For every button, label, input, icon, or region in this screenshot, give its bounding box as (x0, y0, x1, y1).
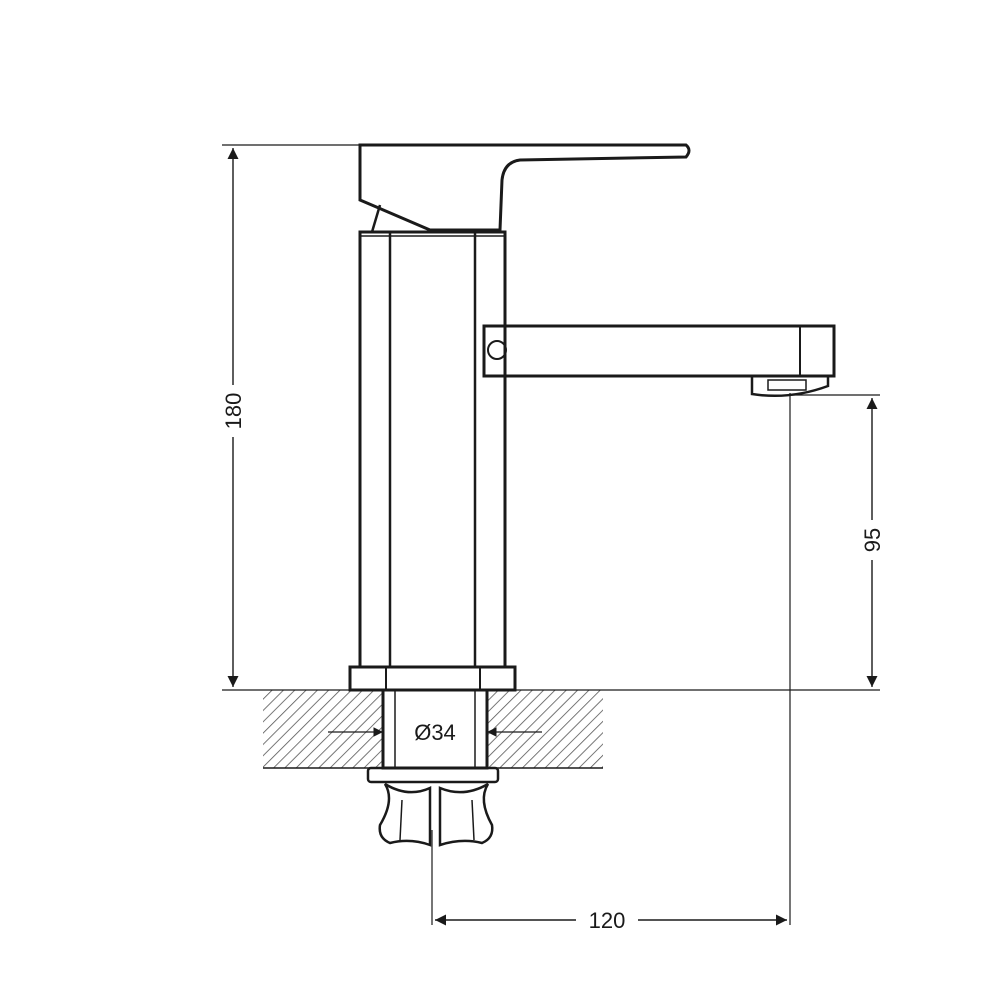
dimension-spout-height: 95 (857, 398, 887, 687)
lock-nut (366, 766, 500, 784)
dimension-total-height: 180 (218, 148, 248, 687)
reference-lines (222, 144, 880, 925)
spout-height-label: 95 (860, 528, 885, 552)
spout-reach-label: 120 (589, 908, 626, 933)
faucet-body (358, 230, 507, 669)
total-height-label: 180 (221, 393, 246, 430)
faucet-handle (358, 143, 691, 233)
hole-diameter-label: Ø34 (414, 720, 456, 745)
faucet-spout (482, 324, 836, 398)
dimension-hole-diameter: Ø34 (414, 720, 456, 745)
countertop (263, 690, 603, 769)
supply-hoses (378, 782, 494, 847)
faucet-base (348, 665, 517, 692)
dimension-spout-reach: 120 (435, 905, 787, 935)
